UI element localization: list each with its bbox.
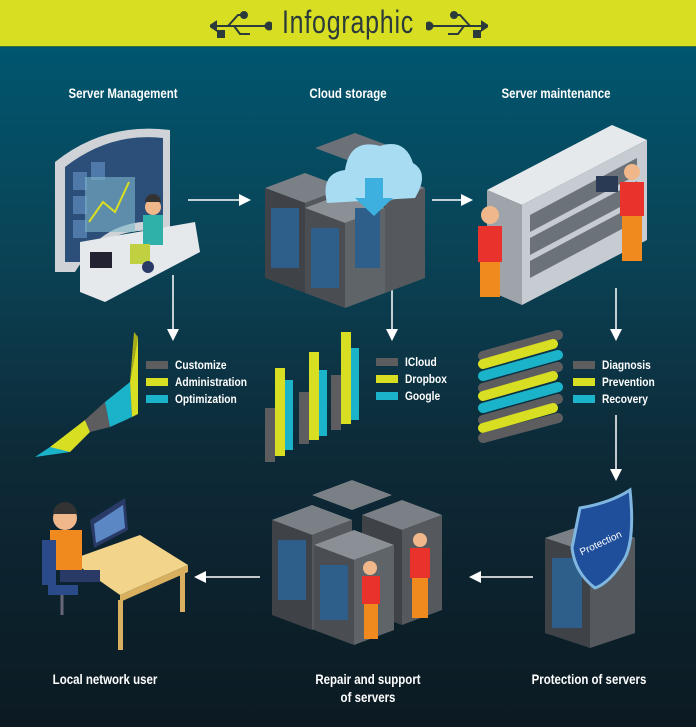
legend-swatch	[376, 357, 398, 366]
legend-swatch	[573, 360, 595, 369]
step-label-repair-line1: Repair and support	[315, 671, 421, 687]
server-maintenance-illustration	[478, 125, 647, 305]
legend-swatch	[376, 374, 398, 383]
step-label-local-network-user: Local network user	[52, 671, 158, 687]
legend-label: Google	[405, 388, 441, 403]
protection-illustration: Protection	[545, 487, 635, 648]
legend-label: Customize	[175, 357, 227, 372]
legend-label: Prevention	[602, 374, 655, 389]
usb-icon	[426, 11, 488, 38]
legend-label: Dropbox	[405, 371, 447, 386]
legend-swatch	[573, 394, 595, 403]
legend-label: ICloud	[405, 354, 437, 369]
legend-swatch	[146, 394, 168, 403]
storage-chart	[265, 332, 359, 462]
legend-label: Diagnosis	[602, 357, 651, 372]
cloud-storage-illustration	[265, 133, 425, 308]
repair-support-illustration	[272, 480, 442, 645]
page-title: Infographic	[281, 4, 415, 40]
legend-label: Administration	[175, 374, 247, 389]
usb-icon	[210, 11, 272, 38]
management-chart	[35, 332, 138, 457]
legend-maintenance: Diagnosis Prevention Recovery	[573, 356, 664, 407]
legend-label: Optimization	[175, 391, 237, 406]
legend-management: Customize Administration Optimization	[146, 356, 260, 407]
server-management-illustration	[55, 128, 200, 302]
legend-label: Recovery	[602, 391, 648, 406]
legend-storage: ICloud Dropbox Google	[376, 353, 454, 404]
local-network-user-illustration	[42, 498, 188, 650]
step-label-server-maintenance: Server maintenance	[501, 85, 611, 101]
step-label-repair-line2: of servers	[340, 689, 396, 705]
step-label-server-management: Server Management	[68, 85, 178, 101]
legend-swatch	[146, 360, 168, 369]
legend-swatch	[573, 377, 595, 386]
header-band: Infographic	[0, 0, 696, 47]
step-label-cloud-storage: Cloud storage	[309, 85, 387, 101]
legend-swatch	[146, 377, 168, 386]
step-label-protection: Protection of servers	[531, 671, 647, 687]
legend-swatch	[376, 391, 398, 400]
maintenance-chart	[478, 330, 563, 443]
